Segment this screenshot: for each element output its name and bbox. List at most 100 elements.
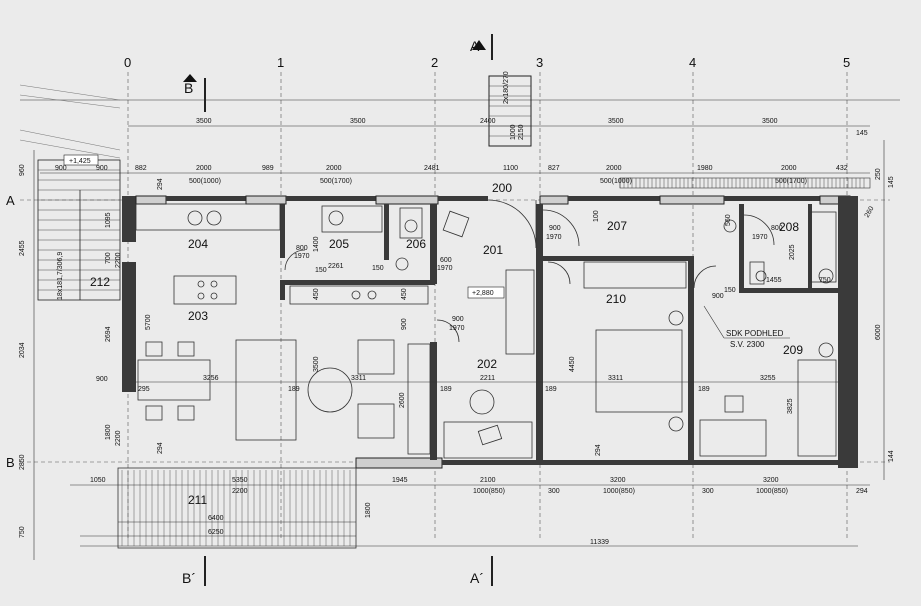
terrace-hatch	[117, 467, 357, 549]
room-206: 206	[406, 237, 426, 251]
room-205: 205	[329, 237, 349, 251]
top-hatch	[619, 177, 871, 189]
dim-in-295: 295	[138, 386, 150, 393]
dim-in-700: 700	[105, 252, 112, 264]
dim-in-900c: 900	[401, 318, 408, 330]
dim-row2-900a: 900	[55, 165, 67, 172]
dim-bot-1000-850-a: 1000(850)	[473, 488, 505, 495]
section-a-top: A	[470, 38, 480, 54]
dim-in-294c: 294	[157, 178, 164, 190]
dim-in-800: 800	[296, 245, 308, 252]
dim-in-150b: 150	[372, 265, 384, 272]
dim-right-250: 250	[875, 168, 882, 180]
dim-in-450a: 450	[313, 288, 320, 300]
dim-bot-6250: 6250	[208, 529, 224, 536]
dim-in-3311b: 3311	[608, 375, 623, 382]
level-1425: +1,425	[69, 158, 91, 165]
dim-row2-882: 882	[135, 165, 147, 172]
section-markers: A A´ B B´	[182, 34, 493, 586]
dim-in-1970c: 1970	[449, 325, 465, 332]
dim-top-3500-c: 3500	[608, 118, 624, 125]
dim-in-750: 750	[819, 277, 831, 284]
dim-in-150-208: 150	[724, 287, 736, 294]
dim-in-294a: 294	[157, 442, 164, 454]
dim-in-150a: 150	[315, 267, 327, 274]
doors	[284, 199, 775, 343]
dim-bot-5350: 5350	[232, 477, 248, 484]
dim-row2-2000a: 2000	[196, 165, 212, 172]
dim-in-1400: 1400	[313, 236, 320, 252]
dim-top-3500-d: 3500	[762, 118, 778, 125]
dim-in-3825: 3825	[787, 398, 794, 414]
dim-bot-11339: 11339	[590, 539, 609, 546]
dim-in-800c: 800	[771, 225, 783, 232]
dim-row2-2000c: 2000	[606, 165, 622, 172]
dim-row2-1100: 1100	[503, 165, 518, 172]
stair-head-label: 2x180/270	[503, 71, 510, 104]
dim-2150-vert: 2150	[518, 124, 525, 140]
room-210: 210	[606, 292, 626, 306]
sdk-note: SDK PODHLED S.V. 2300	[703, 305, 790, 349]
dim-bot-1800: 1800	[365, 502, 372, 518]
dim-top-3500-b: 3500	[350, 118, 366, 125]
axis-labels: 0 1 2 3 4 5 A B	[6, 55, 850, 470]
dim-bot-300b: 300	[702, 488, 714, 495]
dim-left-960: 960	[19, 164, 26, 176]
dim-top-145: 145	[856, 130, 868, 137]
dim-in-2200b: 2200	[115, 430, 122, 446]
dim-in-100: 100	[593, 210, 600, 222]
room-204: 204	[188, 237, 208, 251]
dim-left-750: 750	[19, 526, 26, 538]
dim-right-144: 144	[888, 450, 895, 462]
furniture	[135, 203, 837, 459]
axis-label-0: 0	[124, 55, 131, 70]
bottom-dimension-lines: 1050 5350 2200 1945 2100 1000(850) 300 3…	[70, 477, 870, 547]
dim-in-1970a: 1970	[294, 253, 310, 260]
dim-in-5700: 5700	[145, 314, 152, 330]
room-200: 200	[492, 181, 512, 195]
room-209: 209	[783, 343, 803, 357]
dim-bot-2200: 2200	[232, 488, 248, 495]
room-207: 207	[607, 219, 627, 233]
dim-win-b: 500(1700)	[320, 178, 352, 185]
dim-in-1970b: 1970	[437, 265, 453, 272]
dim-in-900b: 900	[549, 225, 561, 232]
dim-in-2261: 2261	[328, 263, 344, 270]
dim-in-1970e: 1970	[752, 234, 768, 241]
dim-in-3500: 3500	[313, 356, 320, 372]
dim-top-2400: 2400	[480, 118, 496, 125]
dim-in-2025: 2025	[789, 244, 796, 260]
axis-label-b: B	[6, 455, 15, 470]
dim-left-2034: 2034	[19, 342, 26, 358]
dim-row2-900b: 900	[96, 165, 108, 172]
dim-bot-6400: 6400	[208, 515, 224, 522]
interior-dimensions: 900 295 3256 189 3311 189 2211 189 3311 …	[96, 178, 840, 456]
dim-bot-1000-850-c: 1000(850)	[756, 488, 788, 495]
dim-bot-2100: 2100	[480, 477, 496, 484]
dim-bot-1945: 1945	[392, 477, 408, 484]
dim-in-900-1970: 900	[452, 316, 464, 323]
dim-bot-1050: 1050	[90, 477, 106, 484]
axis-label-4: 4	[689, 55, 696, 70]
dim-in-1970d: 1970	[546, 234, 562, 241]
room-201: 201	[483, 243, 503, 257]
dim-bot-1000-850-b: 1000(850)	[603, 488, 635, 495]
exterior-walls	[122, 195, 858, 469]
dim-right-145: 145	[888, 176, 895, 188]
dim-win-a: 500(1000)	[189, 178, 221, 185]
dim-row2-1980: 1980	[697, 165, 713, 172]
dim-in-600: 600	[440, 257, 452, 264]
section-a-bottom: A´	[470, 570, 484, 586]
dim-row2-2000d: 2000	[781, 165, 797, 172]
dim-in-2600: 2600	[399, 392, 406, 408]
axis-grid-lines	[20, 72, 890, 540]
dim-in-189b: 189	[440, 386, 452, 393]
dim-in-189c: 189	[545, 386, 557, 393]
sdk-note-line2: S.V. 2300	[730, 340, 765, 349]
room-203: 203	[188, 309, 208, 323]
axis-label-1: 1	[277, 55, 284, 70]
dim-right-6000: 6000	[875, 324, 882, 340]
right-dimension-lines: 6000 144 145 250 260	[864, 140, 895, 480]
dim-in-2200: 2200	[115, 252, 122, 268]
dim-in-2694: 2694	[105, 326, 112, 342]
